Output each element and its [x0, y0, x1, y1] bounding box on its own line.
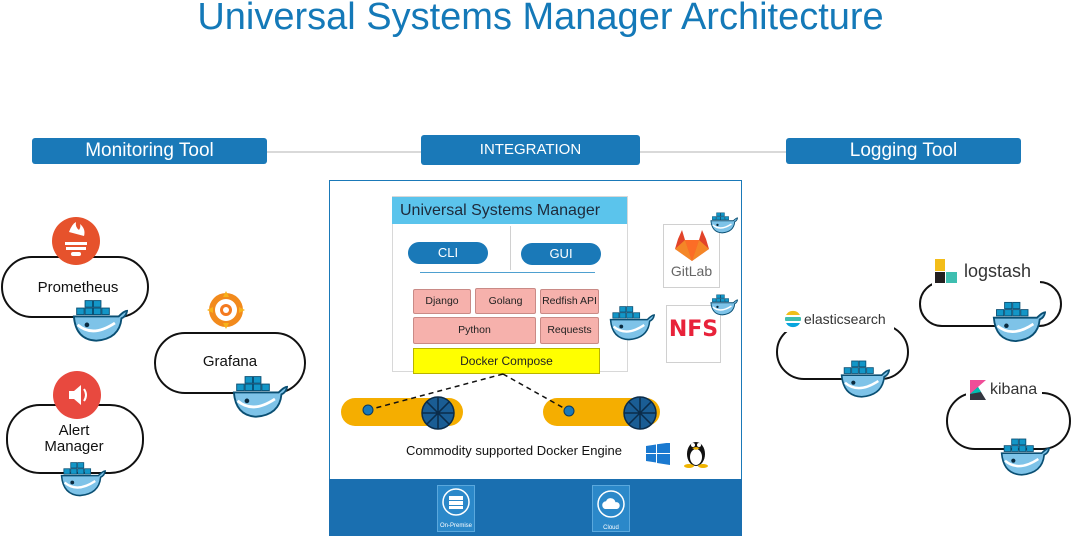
grafana-icon [203, 287, 249, 333]
docker-whale-icon [609, 302, 655, 343]
engine-wheel-icon-right [623, 396, 657, 430]
monitoring-tool-header: Monitoring Tool [32, 138, 267, 164]
docker-whale-icon [1000, 434, 1050, 479]
nfs-tile [666, 305, 721, 363]
docker-compose-bar: Docker Compose [413, 348, 600, 374]
windows-icon [646, 443, 670, 465]
lib-golang: Golang [475, 288, 536, 314]
grafana-container [154, 332, 306, 394]
linux-tux-icon [682, 436, 710, 468]
cli-badge: CLI [408, 242, 488, 264]
logstash-label: logstash [964, 261, 1032, 281]
logstash-icon [935, 259, 957, 283]
logging-tool-header: Logging Tool [786, 138, 1021, 164]
docker-whale-icon [60, 458, 106, 499]
lib-python: Python [413, 317, 536, 344]
elasticsearch-label: elasticsearch [804, 311, 886, 327]
nfs-label: NFS [668, 317, 719, 342]
docker-whale-icon [710, 210, 738, 235]
lib-requests: Requests [540, 317, 599, 344]
engine-label: Commodity supported Docker Engine [405, 443, 623, 458]
prometheus-icon [51, 216, 101, 266]
docker-whale-icon [992, 297, 1046, 346]
alert-manager-label-line1: Alert [58, 422, 90, 439]
usm-divider-horizontal [420, 272, 595, 273]
lib-redfish-api: Redfish API [540, 289, 599, 314]
prometheus-label: Prometheus [37, 279, 119, 296]
cloud-icon [597, 490, 625, 518]
alert-manager-icon [52, 370, 102, 420]
usm-title: Universal Systems Manager [392, 197, 627, 224]
gui-badge: GUI [521, 243, 601, 265]
grafana-label: Grafana [202, 353, 258, 370]
deployment-footer [329, 479, 742, 536]
engine-wheel-icon-left [421, 396, 455, 430]
cloud-label: Cloud [603, 525, 619, 531]
integration-header: INTEGRATION [421, 135, 640, 165]
elasticsearch-icon [784, 310, 802, 328]
usm-divider-vertical [510, 226, 511, 270]
docker-whale-icon [72, 295, 128, 345]
lib-django: Django [413, 289, 471, 314]
alert-manager-label-line2: Manager [44, 438, 104, 455]
gitlab-icon [674, 230, 710, 262]
docker-whale-icon [710, 292, 738, 317]
docker-whale-icon [232, 371, 288, 421]
kibana-label: kibana [990, 381, 1038, 398]
docker-whale-icon [840, 356, 890, 401]
on-premise-icon [442, 488, 470, 516]
on-premise-label: On-Premise [439, 523, 472, 529]
page-title: Universal Systems Manager Architecture [197, 0, 884, 38]
kibana-icon [970, 380, 986, 400]
gitlab-label: GitLab [670, 263, 713, 279]
